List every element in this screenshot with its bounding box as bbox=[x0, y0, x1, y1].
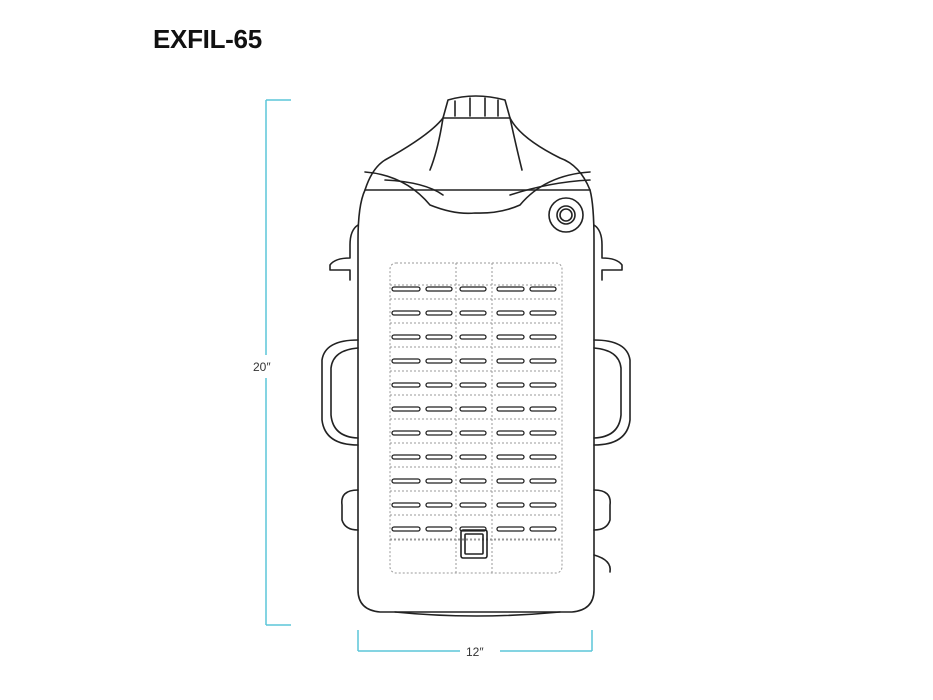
molle-slot bbox=[425, 286, 453, 292]
molle-slot bbox=[496, 310, 525, 316]
molle-slot bbox=[496, 430, 525, 436]
molle-slot bbox=[496, 286, 525, 292]
molle-slot bbox=[425, 310, 453, 316]
molle-slot bbox=[529, 358, 557, 364]
roll-top bbox=[364, 117, 591, 191]
molle-slot bbox=[496, 334, 525, 340]
molle-slot bbox=[425, 334, 453, 340]
molle-slot bbox=[459, 454, 487, 460]
molle-slot bbox=[459, 478, 487, 484]
molle-slot bbox=[391, 526, 421, 532]
molle-slot bbox=[391, 382, 421, 388]
molle-slot bbox=[529, 310, 557, 316]
molle-slot bbox=[425, 478, 453, 484]
molle-slot bbox=[459, 286, 487, 292]
width-label: 12″ bbox=[466, 645, 484, 659]
top-handle bbox=[442, 95, 511, 119]
molle-slot bbox=[529, 406, 557, 412]
molle-slot bbox=[496, 526, 525, 532]
molle-slot bbox=[425, 382, 453, 388]
molle-slot bbox=[496, 454, 525, 460]
molle-slot bbox=[425, 358, 453, 364]
molle-slot bbox=[496, 406, 525, 412]
molle-slot bbox=[391, 478, 421, 484]
height-dimension-line bbox=[265, 99, 291, 626]
molle-slot bbox=[459, 526, 487, 532]
molle-slot bbox=[529, 334, 557, 340]
molle-webbing-rows bbox=[390, 286, 562, 540]
molle-slot bbox=[391, 430, 421, 436]
height-label: 20″ bbox=[253, 360, 271, 374]
left-compression-strap-bottom bbox=[341, 489, 359, 531]
molle-slot bbox=[391, 454, 421, 460]
backpack-body bbox=[357, 189, 595, 613]
molle-slot bbox=[391, 406, 421, 412]
molle-slot bbox=[459, 430, 487, 436]
molle-slot bbox=[496, 358, 525, 364]
molle-slot bbox=[459, 502, 487, 508]
molle-slot bbox=[529, 454, 557, 460]
molle-slot bbox=[459, 358, 487, 364]
molle-slot bbox=[425, 502, 453, 508]
purge-valve bbox=[548, 197, 584, 233]
molle-slot bbox=[391, 502, 421, 508]
molle-slot bbox=[391, 358, 421, 364]
molle-slot bbox=[391, 286, 421, 292]
molle-slot bbox=[529, 478, 557, 484]
molle-slot bbox=[529, 430, 557, 436]
molle-slot bbox=[425, 526, 453, 532]
left-side-handle bbox=[321, 339, 359, 446]
product-title: EXFIL-65 bbox=[153, 24, 262, 54]
left-compression-strap-top bbox=[329, 224, 359, 281]
molle-slot bbox=[459, 382, 487, 388]
molle-slot bbox=[425, 430, 453, 436]
molle-slot bbox=[529, 502, 557, 508]
right-compression-strap-top bbox=[593, 224, 623, 281]
molle-panel bbox=[389, 262, 563, 574]
right-compression-strap-bottom bbox=[593, 489, 611, 531]
right-side-handle bbox=[593, 339, 631, 446]
molle-slot bbox=[529, 382, 557, 388]
molle-slot bbox=[459, 334, 487, 340]
molle-slot bbox=[425, 454, 453, 460]
molle-slot bbox=[459, 310, 487, 316]
id-window bbox=[460, 529, 488, 559]
molle-slot bbox=[496, 502, 525, 508]
molle-slot bbox=[391, 334, 421, 340]
molle-slot bbox=[459, 406, 487, 412]
molle-slot bbox=[529, 286, 557, 292]
molle-slot bbox=[391, 310, 421, 316]
molle-slot bbox=[496, 382, 525, 388]
width-dimension-line bbox=[357, 630, 593, 652]
molle-slot bbox=[496, 478, 525, 484]
molle-slot bbox=[529, 526, 557, 532]
molle-slot bbox=[425, 406, 453, 412]
